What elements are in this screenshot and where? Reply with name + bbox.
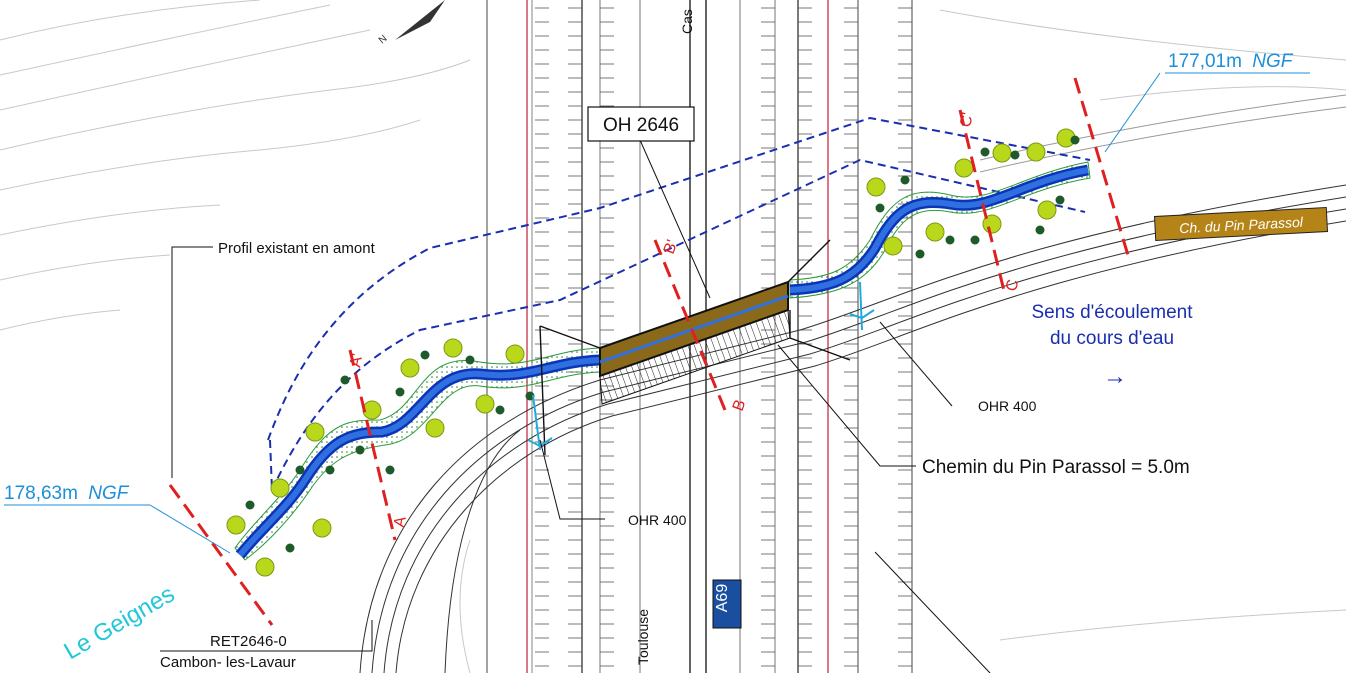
- tree-symbols: [226, 128, 1080, 577]
- elevation-upstream: 178,63m NGF: [4, 483, 130, 504]
- stream-name-label: Le Geignes: [60, 580, 180, 665]
- flow-arrow-icon: →: [1103, 363, 1127, 390]
- structure-label-box: [587, 106, 695, 142]
- section-line-a: [348, 349, 397, 541]
- section-letters: A' A B' B C' C: [347, 111, 1022, 529]
- structure-label: OH 2646: [603, 115, 679, 136]
- section-a-label: A: [391, 515, 410, 529]
- side-road: [359, 94, 1346, 673]
- elevation-downstream: 177,01m NGF: [1168, 51, 1294, 72]
- section-a-prime-label: A': [347, 352, 366, 368]
- section-b-prime-label: B': [661, 238, 682, 257]
- elevation-upstream-unit: NGF: [88, 483, 130, 504]
- elevation-downstream-value: 177,01m: [1168, 51, 1242, 72]
- project-boundary: [267, 116, 1091, 491]
- road-badge-label: Ch. du Pin Parassol: [1179, 214, 1304, 237]
- ohr-outfalls: [527, 281, 875, 451]
- section-line-c: [958, 109, 1007, 296]
- elevation-upstream-value: 178,63m: [4, 483, 78, 504]
- upstream-end-line: [168, 484, 274, 626]
- commune-label: Cambon- les-Lavaur: [160, 654, 296, 671]
- compass-n-label: N: [377, 33, 390, 46]
- section-line-b: [653, 239, 727, 411]
- elevation-downstream-unit: NGF: [1252, 51, 1294, 72]
- downstream-end-line: [1073, 77, 1132, 263]
- road-badge: Ch. du Pin Parassol: [1153, 206, 1329, 242]
- motorway-label: A69: [714, 584, 731, 613]
- ret-code-label: RET2646-0: [210, 633, 287, 650]
- section-lines: [168, 77, 1132, 626]
- ohr-label-left: OHR 400: [628, 512, 687, 528]
- leader-lines: [4, 72, 1310, 673]
- culvert-structure: [539, 239, 851, 456]
- section-c-label: C: [1003, 278, 1022, 293]
- section-b-label: B: [730, 398, 750, 414]
- stream-channel: [235, 164, 1089, 559]
- direction-castres-label: Cas: [679, 9, 695, 34]
- north-arrow: N: [377, 0, 445, 46]
- flow-label-line1: Sens d'écoulement: [1031, 302, 1193, 323]
- ohr-label-right: OHR 400: [978, 398, 1037, 414]
- upstream-profile-label: Profil existant en amont: [218, 240, 376, 257]
- path-width-label: Chemin du Pin Parassol = 5.0m: [922, 457, 1190, 478]
- flow-label-line2: du cours d'eau: [1050, 328, 1174, 349]
- section-c-prime-label: C': [957, 111, 977, 129]
- motorway-badge: [712, 579, 742, 629]
- direction-toulouse-label: Toulouse: [635, 609, 651, 665]
